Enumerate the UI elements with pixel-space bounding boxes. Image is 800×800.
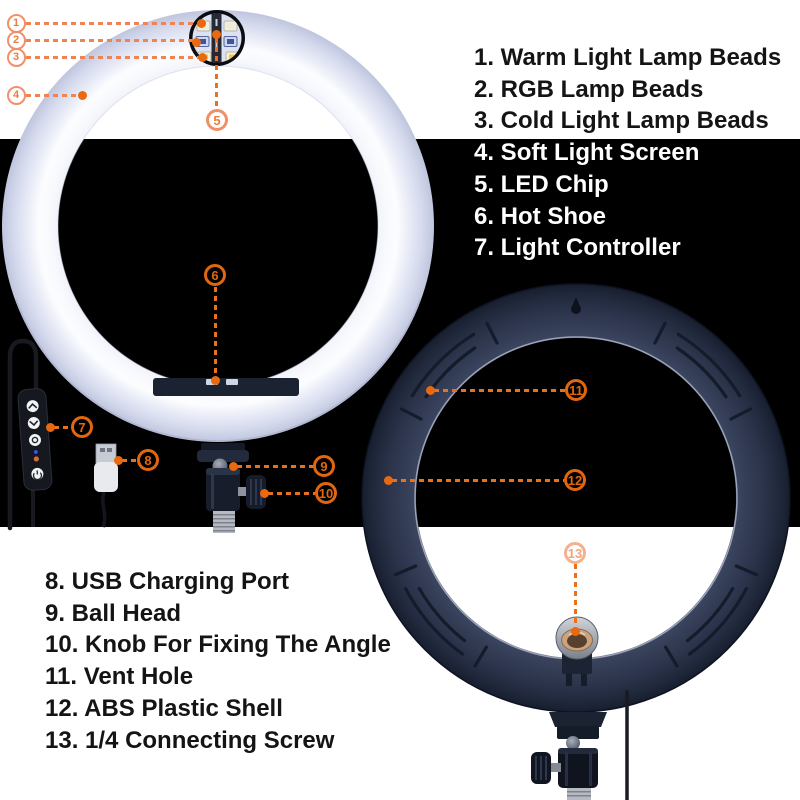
brightness-down-icon	[29, 420, 39, 427]
hanging-hole	[571, 297, 581, 314]
mode-icon	[31, 436, 39, 444]
callout-2: 2	[6, 30, 26, 50]
connecting-screw	[555, 616, 599, 686]
pointer-dot-12	[383, 475, 393, 485]
legend-top: 1. Warm Light Lamp Beads 2. RGB Lamp Bea…	[474, 42, 781, 264]
hot-shoe	[153, 378, 299, 396]
leader-line-6	[213, 287, 217, 377]
leader-line-8	[122, 458, 137, 462]
callout-9: 9	[313, 455, 335, 477]
callout-13: 13	[564, 542, 586, 564]
legend-item-8: 8. USB Charging Port	[45, 568, 290, 595]
pointer-dot-6	[210, 375, 220, 385]
usb-plug	[94, 443, 118, 528]
callout-12: 12	[564, 469, 586, 491]
leader-line-12	[392, 478, 564, 482]
callout-3: 3	[6, 47, 26, 67]
leader-line-3	[26, 55, 199, 59]
pointer-dot-4	[77, 90, 87, 100]
leader-line-10	[268, 491, 315, 495]
back-ball-head-mount	[531, 690, 629, 800]
indicator-led	[34, 450, 38, 454]
pointer-dot-1	[196, 18, 206, 28]
power-icon	[32, 470, 43, 481]
legend-item-3: 3. Cold Light Lamp Beads	[474, 107, 769, 135]
knob-shaft	[238, 487, 248, 496]
callout-4: 4	[6, 85, 26, 105]
callout-6: 6	[204, 264, 226, 286]
leader-line-4	[26, 93, 79, 97]
rgb-indicator	[33, 456, 39, 462]
callout-10: 10	[315, 482, 337, 504]
pointer-dot-3	[197, 52, 207, 62]
threaded-rod	[213, 511, 235, 533]
legend-item-1: 1. Warm Light Lamp Beads	[474, 44, 782, 71]
legend-item-12: 12. ABS Plastic Shell	[45, 694, 283, 722]
brightness-up-icon	[28, 402, 38, 409]
light-controller	[17, 388, 53, 491]
leader-line-9	[237, 464, 313, 468]
back-threaded-rod	[567, 788, 591, 800]
back-angle-knob	[531, 752, 551, 784]
pointer-dot-10	[259, 488, 269, 498]
leader-line-2	[26, 39, 193, 42]
leader-line-5	[215, 38, 218, 110]
legend-item-7: 7. Light Controller	[474, 234, 681, 262]
pointer-dot-9	[228, 461, 238, 471]
callout-11: 11	[565, 379, 587, 401]
leader-line-11	[434, 388, 565, 392]
pointer-dot-7	[45, 422, 55, 432]
pointer-dot-13	[570, 626, 580, 636]
callout-8: 8	[137, 449, 159, 471]
power-cable	[7, 338, 39, 531]
leader-line-1	[26, 21, 198, 25]
callout-7: 7	[71, 416, 93, 438]
legend-item-10: 10. Knob For Fixing The Angle	[45, 631, 391, 659]
legend-item-5: 5. LED Chip	[474, 170, 609, 198]
ball-head-mount	[197, 443, 266, 533]
legend-item-9: 9. Ball Head	[45, 599, 182, 627]
leader-line-13	[573, 564, 577, 627]
callout-1: 1	[6, 13, 26, 33]
pointer-dot-8	[113, 455, 123, 465]
callout-5: 5	[206, 109, 228, 131]
legend-bottom: 8. USB Charging Port 9. Ball Head 10. Kn…	[45, 566, 391, 756]
pointer-dot-5	[211, 29, 221, 39]
pointer-dot-2	[191, 37, 201, 47]
legend-item-4: 4. Soft Light Screen	[474, 139, 700, 167]
legend-item-6: 6. Hot Shoe	[474, 202, 607, 230]
pointer-dot-11	[425, 385, 435, 395]
legend-item-13: 13. 1/4 Connecting Screw	[45, 726, 335, 754]
legend-item-2: 2. RGB Lamp Beads	[474, 75, 704, 103]
legend-item-11: 11. Vent Hole	[45, 663, 194, 691]
leader-line-7	[54, 425, 71, 429]
